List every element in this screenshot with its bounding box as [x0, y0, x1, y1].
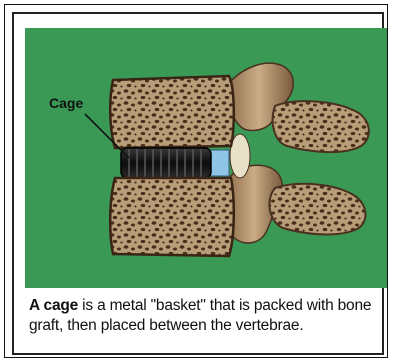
- lower-vertebral-body: [110, 178, 234, 256]
- figure-panel: Cage A cage is a metal "basket" that is …: [12, 12, 384, 355]
- spine-cage-illustration: Cage: [25, 28, 387, 288]
- cage-implant: [121, 148, 211, 178]
- upper-vertebral-body: [110, 76, 234, 148]
- cage-label: Cage: [49, 95, 83, 111]
- figure-frame: Cage A cage is a metal "basket" that is …: [4, 4, 388, 358]
- figure-caption: A cage is a metal "basket" that is packe…: [29, 296, 384, 336]
- caption-text: is a metal "basket" that is packed with …: [29, 297, 371, 334]
- caption-term: A cage: [29, 297, 78, 314]
